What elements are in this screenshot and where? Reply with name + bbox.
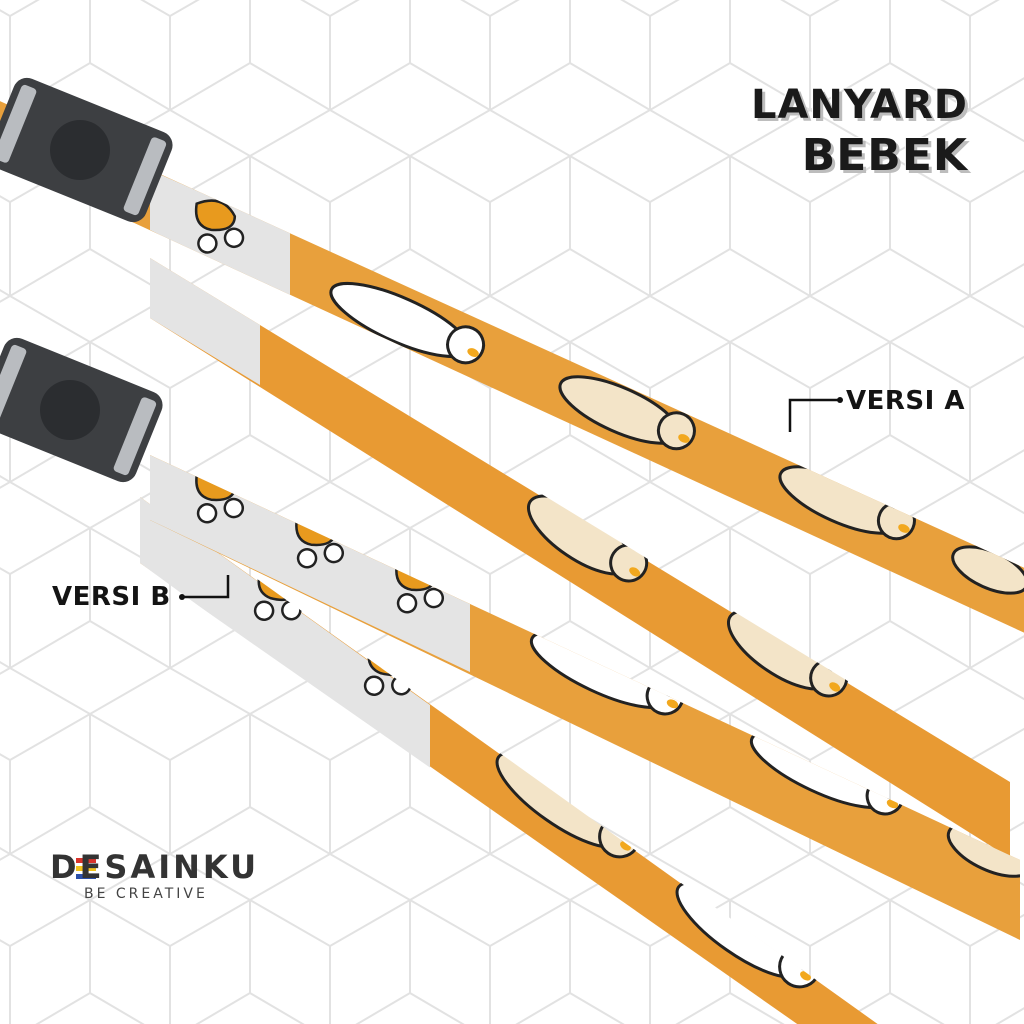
duck-icon <box>726 609 849 698</box>
callout-line-b <box>182 575 230 599</box>
label-version-b: VERSI B <box>52 582 171 612</box>
logo-mark <box>76 858 96 879</box>
title-line-2: BEBEK <box>801 130 968 181</box>
brand-name: DESAINKU <box>50 848 260 886</box>
callout-line-a <box>788 398 840 432</box>
buckle-icon <box>0 337 163 483</box>
brand-logo: DESAINKU BE CREATIVE <box>50 850 259 902</box>
duck-face-icon <box>194 199 245 254</box>
duck-icon <box>558 375 696 451</box>
brand-tagline: BE CREATIVE <box>84 886 208 902</box>
lanyard-b <box>0 337 1020 1024</box>
duck-icon <box>329 281 486 365</box>
label-version-a: VERSI A <box>846 386 965 416</box>
buckle-icon <box>0 77 173 223</box>
title-line-1: LANYARD <box>750 82 968 128</box>
